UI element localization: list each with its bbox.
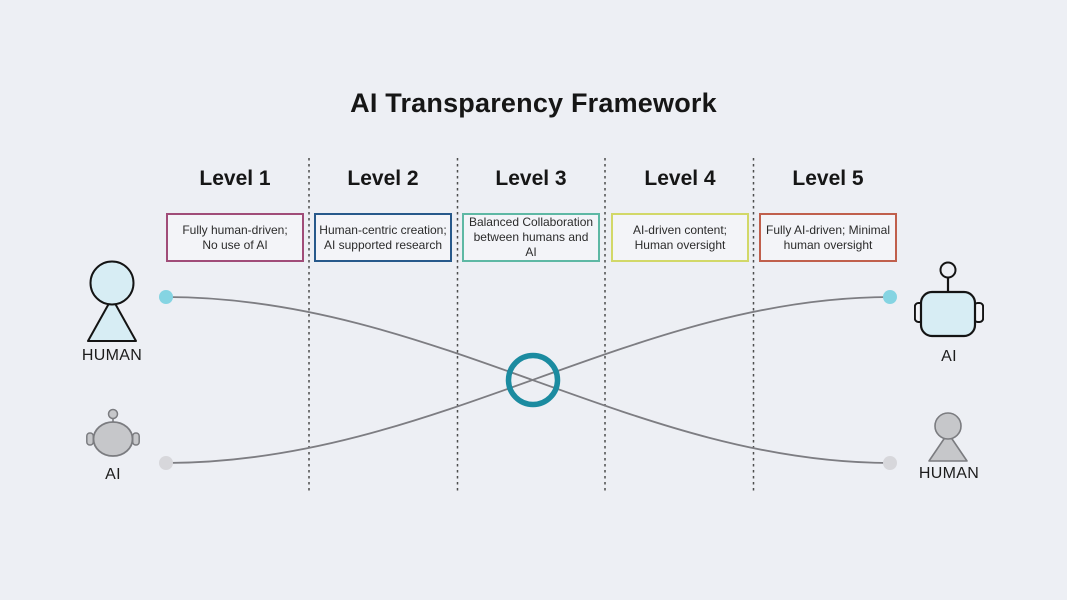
right-top-actor-label: AI: [941, 348, 957, 365]
level-4-header: Level 4: [644, 167, 716, 190]
left-top-actor-label: HUMAN: [81, 347, 143, 364]
level-1-header: Level 1: [199, 167, 271, 190]
level-1-description-box: Fully human-driven; No use of AI: [166, 213, 304, 262]
level-5-description-line-1: Fully AI-driven; Minimal: [765, 222, 891, 237]
level-5-description-line-2: human oversight: [783, 237, 873, 252]
human-involvement-curve: [165, 296, 891, 464]
human-curve-start-dot: [159, 290, 173, 304]
level-2-header: Level 2: [347, 167, 419, 190]
level-1-description-line-1: Fully human-driven;: [182, 222, 288, 237]
level-4-description-line-1: AI-driven content;: [632, 222, 728, 237]
level-3-description-line-2: between humans and AI: [473, 230, 589, 259]
human-curve-end-dot: [883, 456, 897, 470]
page-title: AI Transparency Framework: [350, 88, 717, 118]
level-3-description-box: Balanced Collaboration between humans an…: [462, 213, 600, 262]
intersection-circle: [505, 352, 561, 408]
ai-curve-end-dot: [883, 290, 897, 304]
robot-icon-small: [86, 408, 140, 457]
ai-involvement-curve: [165, 296, 891, 464]
right-bottom-actor-label: HUMAN: [918, 465, 980, 482]
left-bottom-actor-label: AI: [105, 466, 121, 483]
level-5-header: Level 5: [792, 167, 864, 190]
human-icon-large: [87, 260, 137, 342]
level-3-header: Level 3: [495, 167, 567, 190]
level-4-description-box: AI-driven content; Human oversight: [611, 213, 749, 262]
ai-curve-start-dot: [159, 456, 173, 470]
level-5-description-box: Fully AI-driven; Minimal human oversight: [759, 213, 897, 262]
level-2-description-line-2: AI supported research: [323, 237, 443, 252]
level-4-description-line-2: Human oversight: [634, 237, 726, 252]
level-1-description-line-2: No use of AI: [202, 237, 268, 252]
level-2-description-line-1: Human-centric creation;: [319, 222, 447, 237]
human-icon-small: [928, 412, 968, 462]
robot-icon-large: [914, 261, 984, 338]
level-2-description-box: Human-centric creation; AI supported res…: [314, 213, 452, 262]
level-3-description-line-1: Balanced Collaboration: [468, 215, 594, 229]
